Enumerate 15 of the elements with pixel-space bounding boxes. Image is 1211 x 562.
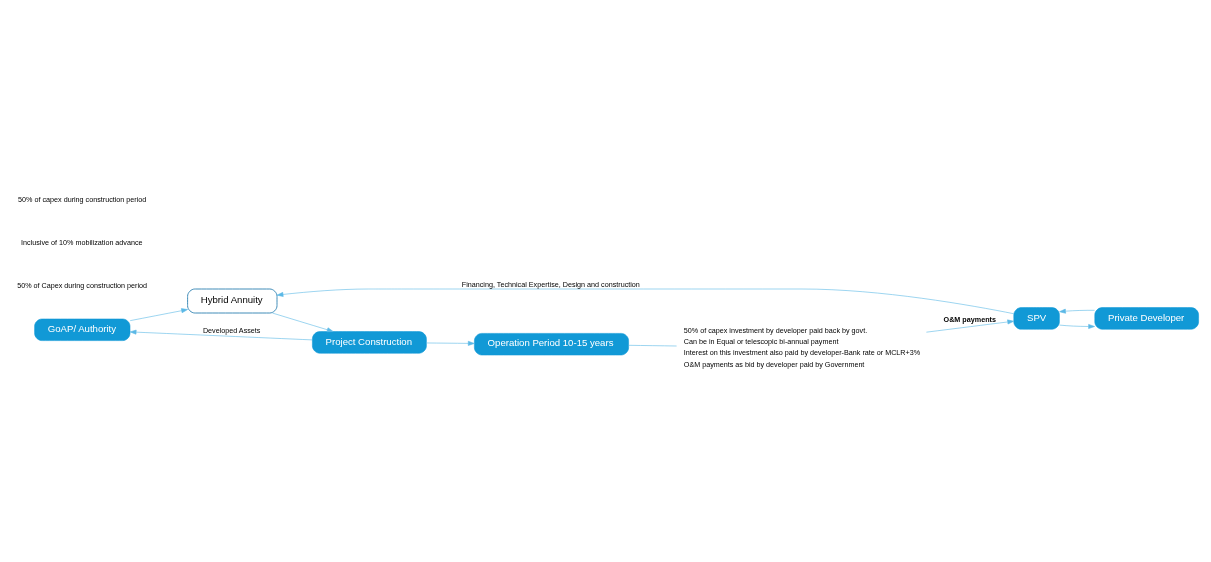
node-box: Hybrid Annuity <box>187 288 278 313</box>
node-box: Private Developer <box>1094 306 1199 329</box>
arrow <box>1059 308 1095 314</box>
arrow <box>129 307 188 321</box>
connector <box>628 344 677 346</box>
arrow <box>426 340 475 346</box>
node-box: Operation Period 10-15 years <box>474 332 629 355</box>
arrow <box>926 319 1014 332</box>
arrow <box>276 288 1014 314</box>
node-box: Project Construction <box>312 330 427 353</box>
arrow <box>1059 323 1095 329</box>
arrow <box>129 329 313 340</box>
arrow <box>272 312 334 332</box>
node-box: SPV <box>1013 306 1060 329</box>
node-box: GoAP/ Authority <box>34 318 131 341</box>
